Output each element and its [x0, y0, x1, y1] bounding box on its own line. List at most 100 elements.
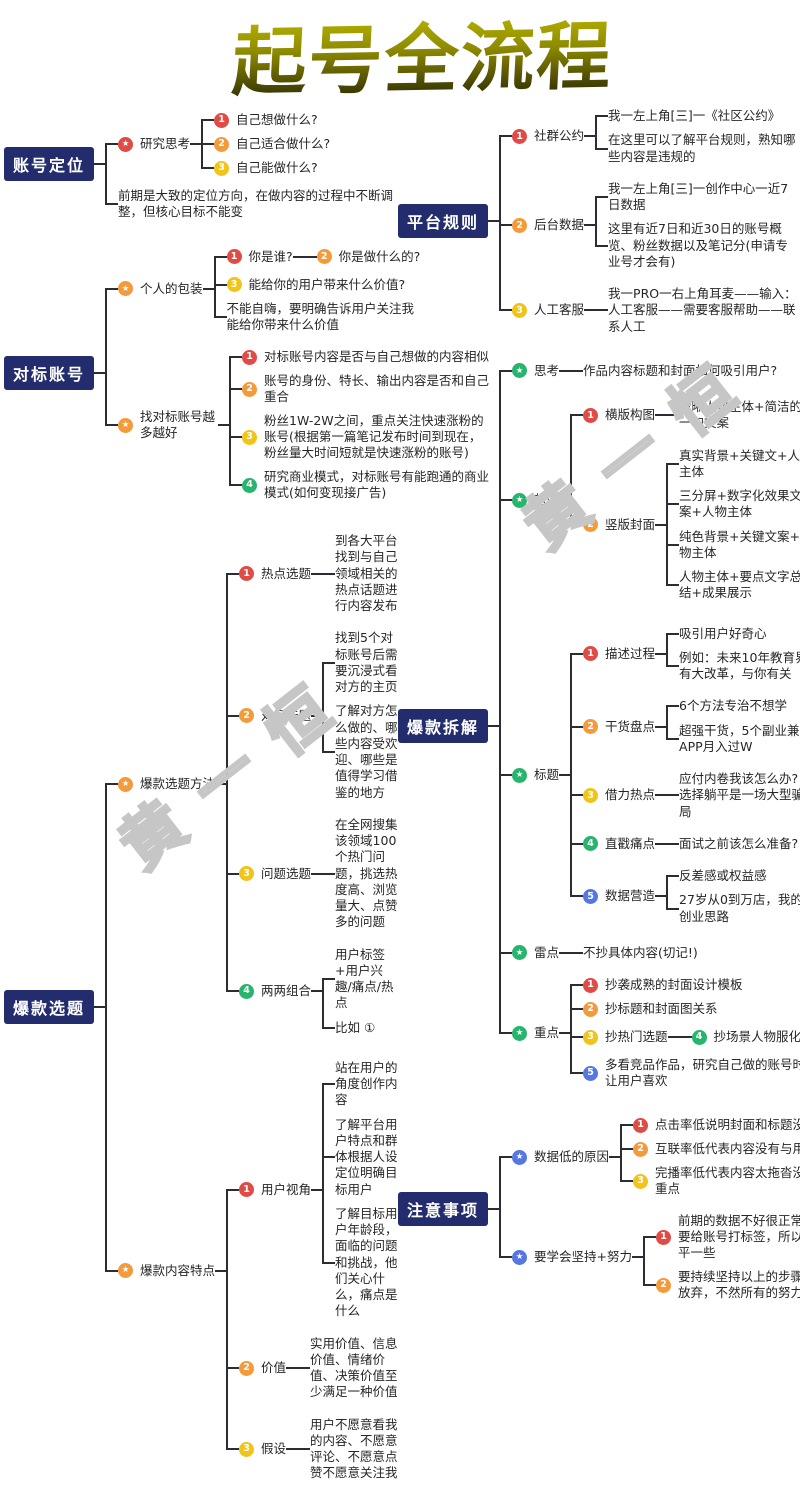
- branch: 面试之前该怎么准备?: [666, 832, 798, 856]
- children-group: 站在用户的角度创作内容了解平台用户特点和群体根据人设定位明确目标用户了解目标用户…: [322, 1056, 398, 1324]
- children-group: 我一左上角[三]一《社区公约》在这里可以了解平台规则，熟知哪些内容是违规的: [595, 104, 800, 169]
- text-node: 三分屏+数字化效果文案+人物主体: [679, 488, 800, 520]
- connector-line: [286, 1367, 298, 1369]
- node-label: 用户视角: [261, 1181, 312, 1197]
- branch-row: ★思考: [512, 363, 559, 379]
- connector-line: [655, 414, 667, 417]
- text-node: 实用价值、信息价值、情绪价值、决策价值至少满足一种价值: [310, 1335, 398, 1400]
- children-group: 1抄袭成熟的封面设计模板2抄标题和封面图关系3抄热门选题4抄场景人物服化道5多看…: [570, 973, 800, 1093]
- tree-node: 面试之前该怎么准备?: [679, 836, 798, 852]
- star-icon: ★: [512, 945, 528, 961]
- children-group: 面试之前该怎么准备?: [666, 832, 798, 856]
- children-group: 不抄具体内容(切记!): [570, 941, 698, 965]
- connector-line: [584, 309, 596, 312]
- number-badge-2: 2: [239, 708, 255, 723]
- connector-line: [584, 135, 596, 138]
- branch-row: 3完播率低代表内容太拖沓没有抓住核心重点: [633, 1165, 800, 1197]
- number-badge-2: 2: [583, 1001, 599, 1017]
- children-group: 清晰人物主体+简洁的一句文案: [666, 395, 800, 436]
- branch-row: 2 对标选题: [239, 708, 311, 724]
- branch-row: ★标题: [512, 767, 559, 783]
- branch-row: ★封面: [512, 492, 559, 508]
- node-label: 竖版封面: [605, 516, 656, 532]
- branch: ★思考 作品内容标题和封面如何吸引用户?: [499, 355, 800, 388]
- branch: 3抄热门选题4抄场景人物服化道: [570, 1021, 800, 1053]
- branch: 27岁从0到万店，我的创业思路: [666, 888, 800, 929]
- children-group: 真实背景+关键文+人物主体三分屏+数字化效果文案+人物主体纯色背景+关键文案+人…: [666, 444, 800, 606]
- number-badge-3: 3: [583, 1029, 599, 1045]
- children-group: 1点击率低说明封面和标题没有吸引力 2 互联率低代表内容没有与用户产生共鸣 3完播率低…: [620, 1113, 800, 1201]
- tree-node: 在这里可以了解平台规则，熟知哪些内容是违规的: [608, 132, 800, 165]
- children-group: 我一PRO一右上角耳麦——输入：人工客服——需要客服帮助——联系人工: [595, 282, 800, 339]
- branch: 用户标签+用户兴趣/痛点/热点: [322, 943, 398, 1016]
- node-label: 点击率低说明封面和标题没有吸引力: [655, 1117, 800, 1132]
- tree-node: 我一PRO一右上角耳麦——输入：人工客服——需要客服帮助——联系人工: [608, 286, 800, 335]
- text-node: 人物主体+要点文字总结+成果展示: [679, 569, 800, 601]
- text-node: 纯色背景+关键文案+人物主体: [679, 528, 800, 560]
- children-group: 1前期的数据不好很正常，因为平台要给账号打标签，所以要把心态放平一些2要持续坚持…: [643, 1209, 800, 1305]
- branch-row: ★重点: [512, 1025, 559, 1041]
- tree-node: 应付内卷我该怎么办? 选择躺平是一场大型骗局: [679, 771, 800, 820]
- tree-node: 例如：未来10年教育界有大改革，与你有关: [679, 650, 800, 683]
- node-label: 干货盘点: [605, 718, 656, 734]
- number-badge-2: 2: [242, 381, 258, 397]
- text-node: 在全网搜集该领域100个热门问题，挑选热度高、浏览量大、点赞多的问题: [335, 816, 398, 930]
- number-badge-2: 2: [633, 1141, 649, 1157]
- tree-node: 前期是大致的定位方向，在做内容的过程中不断调整，但核心目标不能变: [118, 188, 398, 221]
- number-badge-4: 4: [239, 983, 255, 999]
- tree-node: ★思考 作品内容标题和封面如何吸引用户?: [512, 359, 800, 383]
- node-label: 对标账号内容是否与自己想做的内容相似: [264, 349, 490, 364]
- branch: 不能自嗨，要明确告诉用户关注我能给你带来什么价值: [213, 296, 421, 338]
- node-label: 对标选题: [261, 707, 312, 723]
- section-node: 注意事项★数据低的原因1点击率低说明封面和标题没有吸引力2互联率低代表内容没有与…: [398, 1109, 800, 1309]
- node-label: 封面: [534, 492, 560, 508]
- branch: 例如：未来10年教育界有大改革，与你有关: [666, 645, 800, 687]
- branch: ★重点1抄袭成熟的封面设计模板2抄标题和封面图关系3抄热门选题4抄场景人物服化道…: [499, 969, 800, 1097]
- number-badge-1: 1: [583, 646, 599, 662]
- number-badge-2: 2: [583, 517, 599, 532]
- node-label: 自己适合做什么?: [236, 136, 331, 151]
- number-badge-1: 1: [239, 566, 255, 582]
- branch: 1点击率低说明封面和标题没有吸引力: [620, 1113, 800, 1137]
- tree-node: 三分屏+数字化效果文案+人物主体: [679, 488, 800, 521]
- branch: 了解目标用户年龄段，面临的问题和挑战，他们关心什么，痛点是什么: [322, 1201, 398, 1324]
- text-node: 应付内卷我该怎么办? 选择躺平是一场大型骗局: [679, 771, 800, 819]
- connector-line: [311, 872, 323, 875]
- connector-line: [488, 1208, 500, 1210]
- branch: 6个方法专治不想学: [666, 694, 800, 719]
- branch: 在这里可以了解平台规则，熟知哪些内容是违规的: [595, 128, 800, 169]
- star-icon: ★: [118, 1263, 134, 1279]
- node-label: 互联率低代表内容没有与用户产生共鸣: [655, 1141, 800, 1156]
- branch: 比如 ①: [322, 1015, 398, 1040]
- number-badge-1: 1: [583, 407, 599, 423]
- star-icon: ★: [512, 1249, 528, 1265]
- text-node: 我一左上角[三]一《社区公约》: [608, 108, 781, 123]
- text-node: 作品内容标题和封面如何吸引用户?: [583, 362, 778, 378]
- node-label: 抄场景人物服化道: [713, 1029, 800, 1044]
